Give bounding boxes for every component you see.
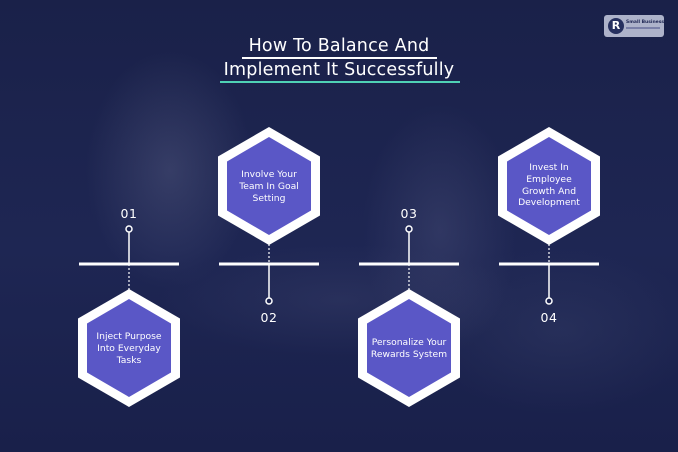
title-underline-2 [220,81,460,83]
hexagon-step-3 [358,289,460,407]
hexagon-step-1 [78,289,180,407]
step-number-2: 02 [260,310,278,325]
connector-4-dot [545,297,553,305]
hexagon-step-2 [218,127,320,245]
hexagon-step-4 [498,127,600,245]
step-number-4: 04 [540,310,558,325]
brand-logo: R Small Business [604,15,664,37]
connector-2-dot [265,297,273,305]
logo-text: Small Business [626,20,665,25]
title-line-1: How To Balance And [248,36,430,56]
step-text-2: Involve Your Team In Goal Setting [239,169,299,204]
step-text-3: Personalize Your Rewards System [370,337,448,360]
step-text-1: Inject Purpose Into Everyday Tasks [96,331,162,366]
connector-1-dot [125,225,133,233]
logo-mark: R [608,18,624,34]
step-number-3: 03 [400,206,418,221]
title-line-2: Implement It Successfully [223,60,455,80]
logo-tagline-bar [626,27,660,29]
title-underline-1 [242,57,437,59]
step-text-4: Invest In Employee Growth And Developmen… [518,162,580,209]
step-number-1: 01 [120,206,138,221]
connector-3-dot [405,225,413,233]
